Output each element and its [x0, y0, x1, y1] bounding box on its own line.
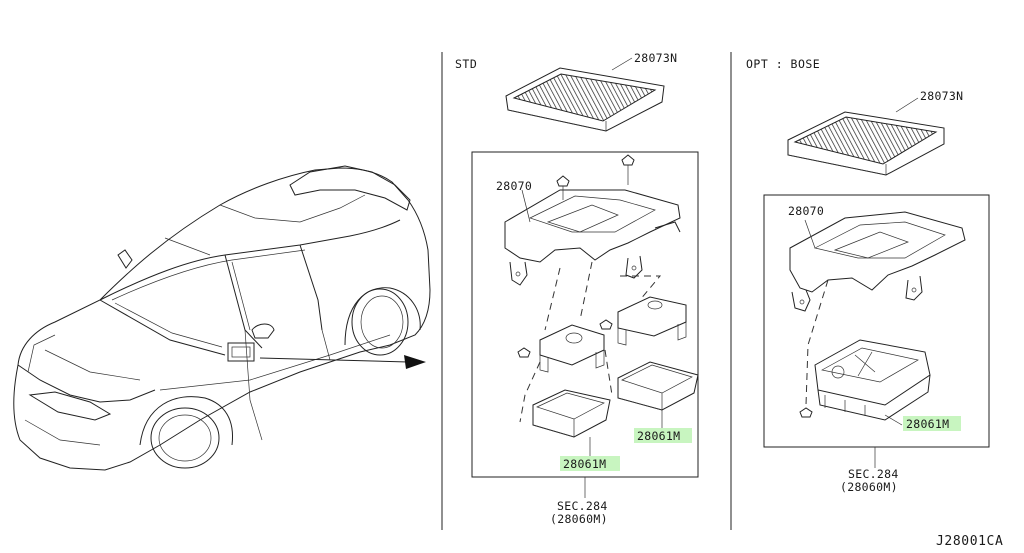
- std-align-4: [519, 361, 541, 423]
- opt-frame: [763, 194, 990, 448]
- opt-mat-leader: [895, 97, 919, 113]
- std-screws: [517, 319, 613, 358]
- std-amp-upper-highlight: [634, 428, 692, 443]
- std-amp-upper-label: 28061M: [637, 429, 680, 443]
- vehicle-illustration: [13, 165, 431, 471]
- opt-section-sub: (28060M): [840, 480, 898, 494]
- std-panel: STD 28073N 28070: [455, 51, 699, 526]
- std-align-3: [620, 275, 662, 301]
- opt-align-1: [805, 279, 829, 406]
- std-sub-bracket-right: [617, 296, 687, 346]
- std-header: STD: [455, 57, 477, 71]
- opt-screw: [799, 407, 813, 418]
- std-sub-bracket-left: [539, 324, 605, 373]
- opt-amp-highlight: [903, 416, 961, 431]
- std-bracket: [504, 189, 681, 286]
- std-bracket-leader: [521, 189, 531, 223]
- std-amp-upper: [617, 361, 699, 411]
- opt-section-ref: SEC.284: [848, 467, 899, 481]
- opt-mat-label: 28073N: [920, 89, 963, 103]
- std-amp-lower-highlight: [560, 456, 620, 471]
- opt-bracket: [789, 211, 966, 312]
- opt-amp-leader: [884, 414, 903, 426]
- opt-mat: [787, 111, 945, 176]
- std-section-ref: SEC.284: [557, 499, 608, 513]
- std-section-sub: (28060M): [550, 512, 608, 526]
- std-bolts-top: [556, 154, 635, 200]
- std-mat-leader: [611, 57, 633, 71]
- std-mat: [505, 67, 665, 132]
- std-bracket-label: 28070: [496, 179, 532, 193]
- opt-header: OPT : BOSE: [746, 57, 820, 71]
- opt-bracket-label: 28070: [788, 204, 824, 218]
- opt-panel: OPT : BOSE 28073N 28070: [746, 57, 990, 494]
- opt-amp-label: 28061M: [906, 417, 949, 431]
- diagram-code: J28001CA: [936, 534, 1003, 549]
- std-amp-lower-label: 28061M: [563, 457, 606, 471]
- std-align-5: [604, 349, 613, 396]
- opt-bracket-leader: [804, 219, 816, 249]
- std-amp-lower: [532, 389, 611, 438]
- std-align-1: [544, 267, 561, 331]
- std-mat-label: 28073N: [634, 51, 677, 65]
- opt-amp: [814, 339, 931, 421]
- std-align-2: [579, 261, 593, 321]
